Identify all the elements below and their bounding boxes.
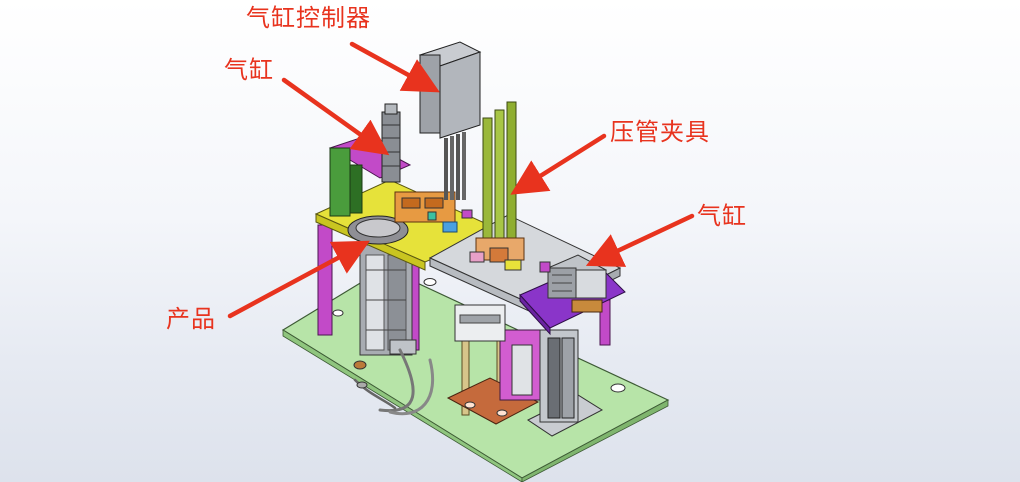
label-pressing-fixture: 压管夹具 <box>610 118 710 146</box>
callout-arrows <box>227 41 695 319</box>
label-cylinder-controller: 气缸控制器 <box>246 4 371 32</box>
arrow-top-cylinder <box>281 77 390 156</box>
left-cylinder-body <box>359 244 417 356</box>
top-cylinder <box>381 103 401 183</box>
arrow-pressing-fixture <box>510 133 607 195</box>
arrow-product <box>227 240 370 319</box>
small-fittings <box>427 209 522 271</box>
lower-press-base <box>446 329 541 425</box>
label-right-cylinder: 气缸 <box>697 202 747 230</box>
label-top-cylinder: 气缸 <box>224 56 274 84</box>
arrow-right-cylinder <box>585 213 695 267</box>
air-hoses <box>353 348 435 416</box>
cylinder-controller <box>418 41 482 200</box>
label-product: 产品 <box>166 305 216 333</box>
arrow-controller <box>349 41 440 93</box>
right-vertical-mount <box>527 329 604 437</box>
product <box>347 191 456 245</box>
